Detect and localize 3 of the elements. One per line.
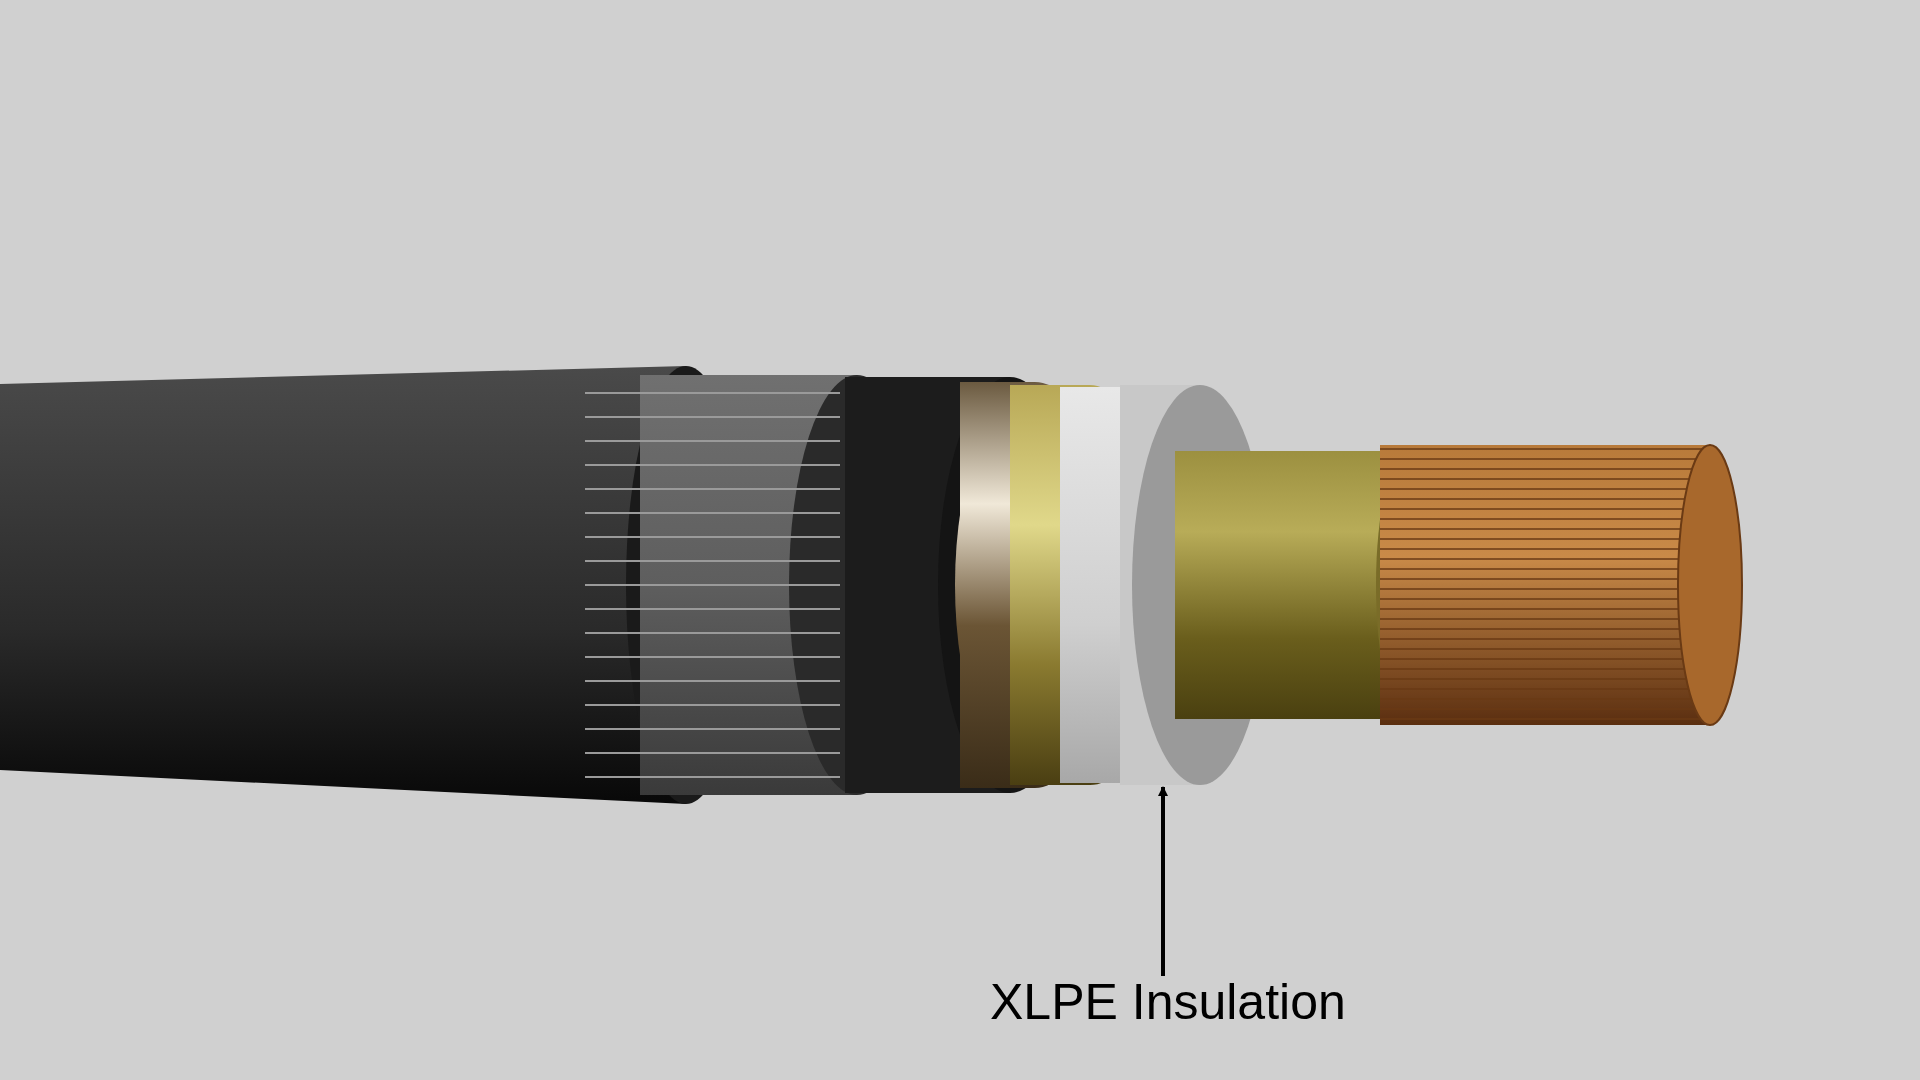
callout-label: XLPE Insulation <box>990 972 1346 1032</box>
insulation-layer <box>1120 385 1743 785</box>
leader-line <box>1158 786 1168 976</box>
